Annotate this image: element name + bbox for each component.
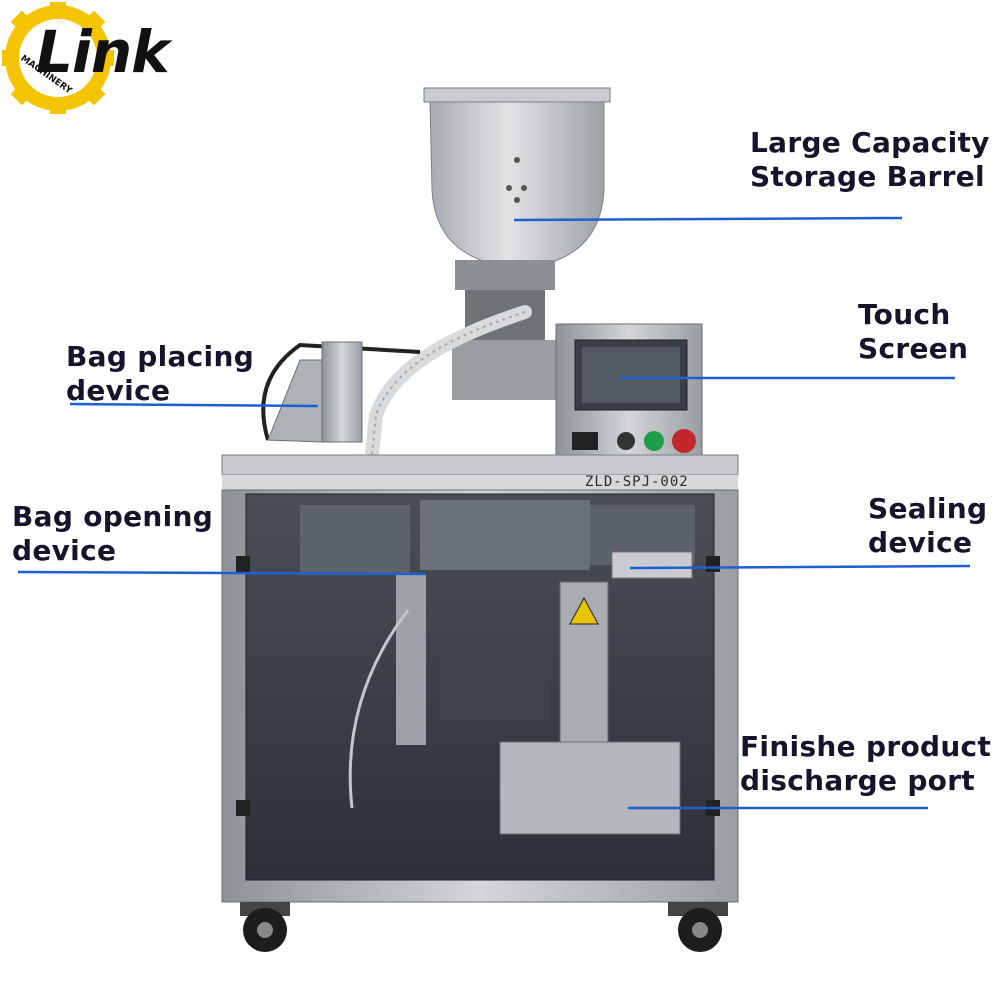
storage-barrel (423, 87, 611, 400)
gear-icon (2, 2, 114, 114)
pointer-line-opening (17, 570, 426, 576)
pointer-line-placing (69, 402, 319, 408)
control-box (555, 323, 703, 461)
pointer-line-sealing (629, 564, 971, 570)
model-plate: ZLD-SPJ-002 (585, 474, 689, 490)
wheels (240, 902, 728, 952)
cabinet (221, 489, 739, 903)
pointer-line-barrel (513, 216, 903, 222)
bag-placing-device (261, 341, 421, 443)
logo-brand-text: Link (36, 18, 170, 86)
pointer-lines (17, 216, 971, 810)
